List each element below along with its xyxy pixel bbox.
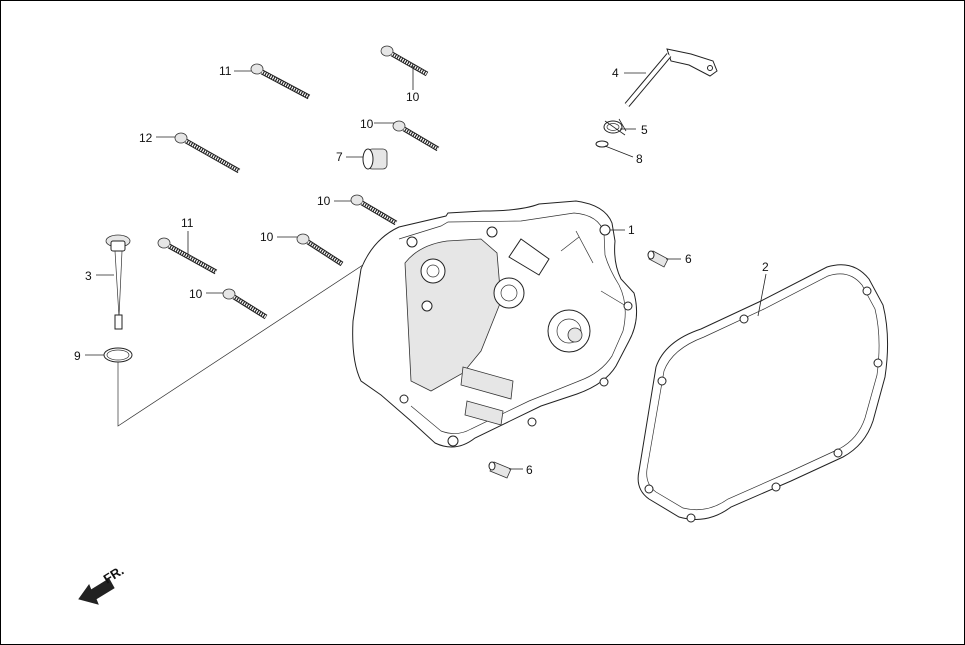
label-part-8: 8 — [636, 152, 643, 166]
spring-5 — [603, 118, 627, 136]
label-part-12: 12 — [139, 131, 153, 145]
label-part-10-left: 10 — [260, 230, 274, 244]
label-part-11-top: 11 — [219, 64, 232, 78]
bolt-10-top — [380, 45, 429, 77]
bolt-10-left — [296, 233, 344, 267]
gasket-2 — [637, 264, 889, 523]
front-arrow-icon — [78, 578, 115, 605]
bolt-10-case — [350, 194, 398, 226]
label-part-3: 3 — [85, 269, 92, 283]
dowel-pin-6-lower — [488, 461, 512, 479]
collar-7 — [362, 148, 388, 170]
label-part-6-upper: 6 — [685, 252, 692, 266]
bolt-10-lower — [222, 288, 268, 320]
label-part-10-top: 10 — [406, 90, 420, 104]
label-part-1: 1 — [628, 223, 635, 237]
washer-8 — [595, 140, 609, 148]
bolt-10-mid — [392, 120, 440, 152]
label-part-9: 9 — [74, 349, 81, 363]
o-ring-9 — [103, 347, 133, 363]
label-part-10-mid: 10 — [360, 117, 374, 131]
label-part-7: 7 — [336, 150, 343, 164]
shaft-4 — [624, 48, 718, 107]
leader-lines — [85, 66, 767, 470]
label-part-10-lower: 10 — [189, 287, 203, 301]
dowel-pin-6-upper — [647, 250, 669, 268]
label-part-6-lower: 6 — [526, 463, 533, 477]
label-part-5: 5 — [641, 123, 648, 137]
bolt-12 — [174, 132, 241, 174]
oil-dipstick-3 — [105, 234, 131, 330]
label-part-10-case: 10 — [317, 194, 331, 208]
crankcase-cover-1 — [352, 200, 638, 448]
assembly-guide-lines — [117, 235, 408, 427]
bolt-11-lower — [157, 237, 218, 275]
label-part-11-lower: 11 — [181, 216, 194, 230]
label-part-4: 4 — [612, 66, 619, 80]
bolt-11-top — [250, 63, 311, 100]
label-part-2: 2 — [762, 260, 769, 274]
